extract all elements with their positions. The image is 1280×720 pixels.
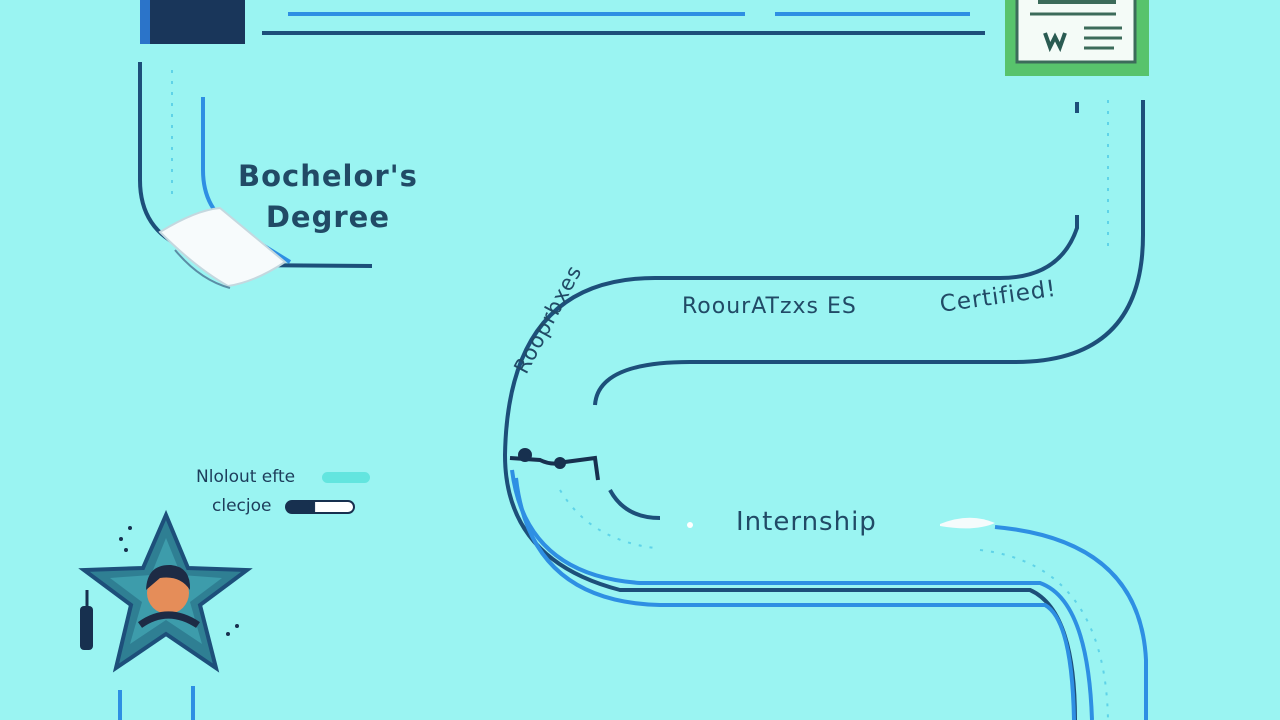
lower-road-right [994, 525, 1148, 720]
internship-dot-curve [559, 489, 656, 549]
internship-short-curve [608, 489, 661, 520]
star-avatar-icon [78, 509, 253, 673]
internship-label: Internship [736, 507, 877, 537]
lower-road-blue-1 [510, 469, 1094, 720]
progress-bar-icon [322, 472, 370, 483]
toggle-pill-icon [285, 500, 355, 514]
lower-road-dashes [979, 549, 1109, 720]
lower-road-blue-2 [514, 477, 1076, 720]
top-bookmark-edge [140, 0, 150, 44]
certificate-icon [1005, 0, 1149, 76]
internship-marker-icon [940, 517, 995, 529]
junction-marker-icon [509, 448, 600, 481]
sparkle-dot [687, 522, 693, 528]
top-bookmark-block [140, 0, 245, 44]
graduation-cap-icon [158, 206, 287, 289]
bottom-left-road [118, 686, 195, 720]
side-caption-line2: clecjoe [212, 496, 272, 516]
bachelors-degree-label: Bochelor's Degree [238, 156, 418, 238]
right-road-inner [502, 102, 1079, 720]
bachelors-degree-line2: Degree [265, 200, 390, 234]
side-caption-line1: Nlolout efte [196, 467, 296, 487]
right-road-outer [593, 100, 1145, 406]
bachelors-degree-line1: Bochelor's [238, 159, 418, 193]
projects-label: RoourATzxs ES [682, 294, 857, 319]
